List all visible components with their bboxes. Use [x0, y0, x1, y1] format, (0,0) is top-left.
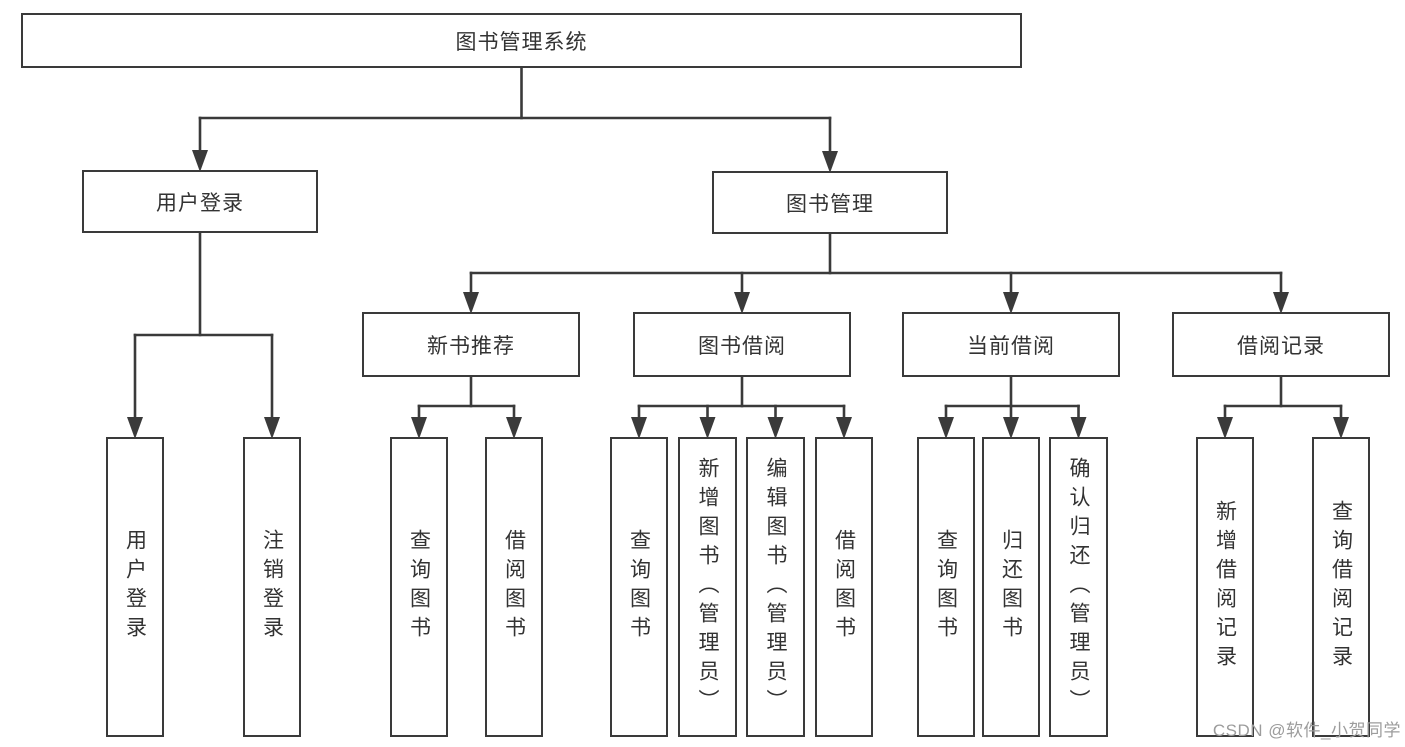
csdn-watermark: CSDN @软件_小贺同学	[1212, 721, 1401, 740]
node-bb-add-books-label: 新增图书（管理员）	[696, 456, 719, 718]
node-user-login-label: 用户登录	[156, 191, 244, 215]
arrowhead-book-mgmt	[822, 151, 838, 173]
arrowhead-logout	[264, 417, 280, 439]
node-bb-borrow-books: 借阅图书	[815, 437, 873, 737]
node-cb-confirm-return-label: 确认归还（管理员）	[1067, 456, 1090, 718]
node-book-mgmt-label: 图书管理	[786, 192, 874, 216]
node-br-add-record-label: 新增借阅记录	[1213, 500, 1237, 674]
node-book-borrow-label: 图书借阅	[698, 334, 786, 358]
arrowhead-br-add-record	[1217, 417, 1233, 439]
node-new-book-rec: 新书推荐	[362, 312, 580, 377]
node-cb-query-books: 查询图书	[917, 437, 975, 737]
node-book-borrow: 图书借阅	[633, 312, 851, 377]
node-rec-borrow-books-label: 借阅图书	[502, 529, 526, 645]
node-cb-query-books-label: 查询图书	[934, 529, 958, 645]
node-bb-edit-books: 编辑图书（管理员）	[746, 437, 805, 737]
node-book-mgmt: 图书管理	[712, 171, 948, 234]
node-root: 图书管理系统	[21, 13, 1022, 68]
arrowhead-bb-edit-books	[767, 417, 784, 439]
arrowhead-cb-return-books	[1003, 417, 1019, 439]
arrowhead-rec-borrow-books	[506, 417, 522, 439]
arrowhead-bb-add-books	[699, 417, 716, 439]
node-bb-query-books-label: 查询图书	[627, 529, 651, 645]
node-cb-return-books-label: 归还图书	[999, 529, 1023, 645]
arrowhead-cb-query-books	[938, 417, 954, 439]
node-br-add-record: 新增借阅记录	[1196, 437, 1254, 737]
arrowhead-borrow-records	[1273, 292, 1289, 314]
node-br-query-record: 查询借阅记录	[1312, 437, 1370, 737]
arrowhead-book-borrow	[734, 292, 750, 314]
node-borrow-records: 借阅记录	[1172, 312, 1390, 377]
node-cb-confirm-return: 确认归还（管理员）	[1049, 437, 1108, 737]
node-logout-label: 注销登录	[260, 529, 284, 645]
node-current-borrow: 当前借阅	[902, 312, 1120, 377]
arrowhead-bb-borrow-books	[836, 417, 852, 439]
node-bb-add-books: 新增图书（管理员）	[678, 437, 737, 737]
arrowhead-user-login	[192, 150, 208, 172]
arrowhead-current-borrow	[1003, 292, 1019, 314]
node-bb-edit-books-label: 编辑图书（管理员）	[764, 456, 787, 718]
node-br-query-record-label: 查询借阅记录	[1329, 500, 1353, 674]
node-borrow-records-label: 借阅记录	[1237, 334, 1325, 358]
node-cb-return-books: 归还图书	[982, 437, 1040, 737]
arrowhead-bb-query-books	[631, 417, 647, 439]
node-login: 用户登录	[106, 437, 164, 737]
node-new-book-rec-label: 新书推荐	[427, 334, 515, 358]
arrowhead-new-book-rec	[463, 292, 479, 314]
node-root-label: 图书管理系统	[455, 30, 588, 54]
node-login-label: 用户登录	[123, 529, 147, 645]
node-user-login: 用户登录	[82, 170, 318, 233]
node-logout: 注销登录	[243, 437, 301, 737]
node-current-borrow-label: 当前借阅	[967, 334, 1055, 358]
arrowhead-br-query-record	[1333, 417, 1349, 439]
node-rec-query-books: 查询图书	[390, 437, 448, 737]
arrowhead-cb-confirm-return	[1070, 417, 1087, 439]
node-bb-borrow-books-label: 借阅图书	[832, 529, 856, 645]
node-bb-query-books: 查询图书	[610, 437, 668, 737]
node-rec-query-books-label: 查询图书	[407, 529, 431, 645]
node-rec-borrow-books: 借阅图书	[485, 437, 543, 737]
arrowhead-login	[127, 417, 143, 439]
arrowhead-rec-query-books	[411, 417, 427, 439]
